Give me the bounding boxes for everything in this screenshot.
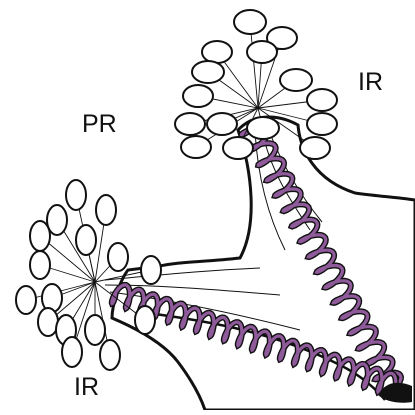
left-fan-cell bbox=[76, 225, 96, 255]
cell-fan-top bbox=[175, 10, 337, 159]
left-fan-cell bbox=[100, 340, 120, 370]
left-fan-cell bbox=[66, 180, 86, 210]
top-fan-cell bbox=[300, 137, 330, 159]
left-fan-cell bbox=[135, 306, 155, 334]
top-fan-cell bbox=[307, 89, 337, 111]
top-fan-cell bbox=[247, 41, 277, 63]
left-fan-cell bbox=[30, 221, 50, 251]
top-fan-cell bbox=[234, 10, 266, 34]
top-fan-cell bbox=[192, 61, 224, 83]
label-ir-bottom: IR bbox=[74, 375, 99, 400]
top-fan-cell bbox=[223, 137, 253, 159]
top-fan-cell bbox=[307, 113, 337, 135]
left-fan-cell bbox=[108, 243, 128, 271]
top-fan-cell bbox=[247, 117, 279, 139]
left-fan-cell bbox=[85, 315, 105, 345]
top-fan-cell bbox=[207, 113, 237, 135]
top-fan-cell bbox=[181, 136, 211, 158]
left-fan-cell bbox=[38, 308, 58, 336]
top-fan-cell bbox=[280, 69, 312, 91]
top-fan-cell bbox=[202, 41, 232, 63]
left-fan-cell bbox=[62, 337, 82, 367]
label-pr: PR bbox=[82, 112, 117, 137]
left-fan-cell bbox=[16, 286, 36, 314]
top-fan-cell bbox=[183, 85, 213, 107]
left-fan-cell bbox=[96, 195, 116, 225]
left-fan-cell bbox=[30, 251, 50, 279]
label-ir-top: IR bbox=[358, 70, 383, 95]
left-fan-cell bbox=[141, 256, 161, 284]
top-fan-cell bbox=[175, 113, 205, 135]
